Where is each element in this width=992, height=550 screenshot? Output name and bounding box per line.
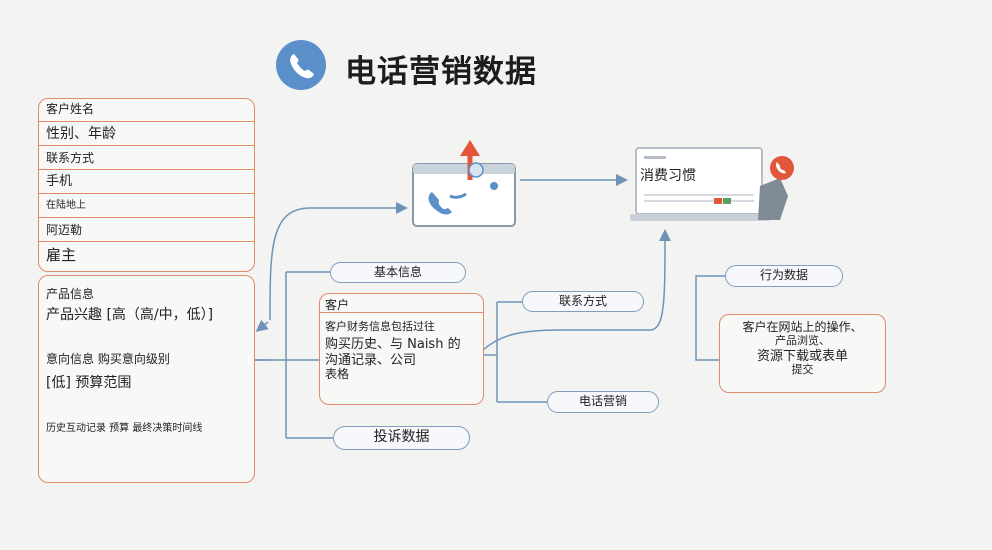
behavior-line-3: 资源下载或表单	[756, 349, 848, 364]
laptop-illustration: 消费习惯	[630, 146, 800, 228]
row-contact: 联系方式	[39, 145, 254, 169]
page-title: 电话营销数据	[345, 54, 537, 90]
customer-line-3: 沟通记录、公司	[325, 353, 417, 368]
phone-window-illustration	[410, 132, 520, 230]
row-name-amel: 阿迈勒	[39, 217, 254, 241]
behavior-line-4: 提交	[791, 363, 814, 376]
intent-info: 意向信息 购买意向级别	[46, 352, 170, 366]
phone-icon	[276, 40, 326, 90]
customer-line-4: 表格	[325, 367, 350, 381]
row-gender-age: 性别、年龄	[39, 121, 254, 145]
behavior-line-1: 客户在网站上的操作、	[742, 320, 863, 334]
telemarketing-pill: 电话营销	[547, 391, 659, 413]
customer-line-2: 购买历史、与 Naish 的	[325, 337, 461, 352]
contact-pill: 联系方式	[522, 291, 644, 312]
customer-line-1: 客户财务信息包括过往	[325, 320, 435, 333]
interaction-history: 历史互动记录 预算 最终决策时间线	[46, 423, 203, 434]
behavior-detail-card: 客户在网站上的操作、 产品浏览、 资源下载或表单 提交	[719, 314, 886, 393]
basic-info-pill: 基本信息	[330, 262, 466, 283]
row-customer-name: 客户姓名	[46, 102, 95, 116]
product-info-heading: 产品信息	[46, 287, 95, 301]
customer-card: 客户 客户财务信息包括过往 购买历史、与 Naish 的 沟通记录、公司 表格	[319, 293, 484, 405]
behavior-line-2: 产品浏览、	[775, 334, 830, 347]
product-interest: 产品兴趣 [高（高/中，低）]	[46, 307, 214, 323]
consumption-habits-label: 消费习惯	[640, 168, 696, 184]
budget-range: [低] 预算范围	[46, 375, 132, 391]
product-info-card: 产品信息 产品兴趣 [高（高/中，低）] 意向信息 购买意向级别 [低] 预算范…	[38, 275, 255, 483]
row-mobile: 手机	[39, 169, 254, 193]
customer-card-title: 客户	[325, 298, 350, 312]
behavior-data-pill: 行为数据	[725, 265, 843, 287]
complaint-data-pill: 投诉数据	[333, 426, 470, 450]
row-location: 在陆地上	[39, 193, 254, 217]
customer-profile-card: 客户姓名 性别、年龄 联系方式 手机 在陆地上 阿迈勒 雇主	[38, 98, 255, 272]
row-employer: 雇主	[39, 241, 254, 269]
